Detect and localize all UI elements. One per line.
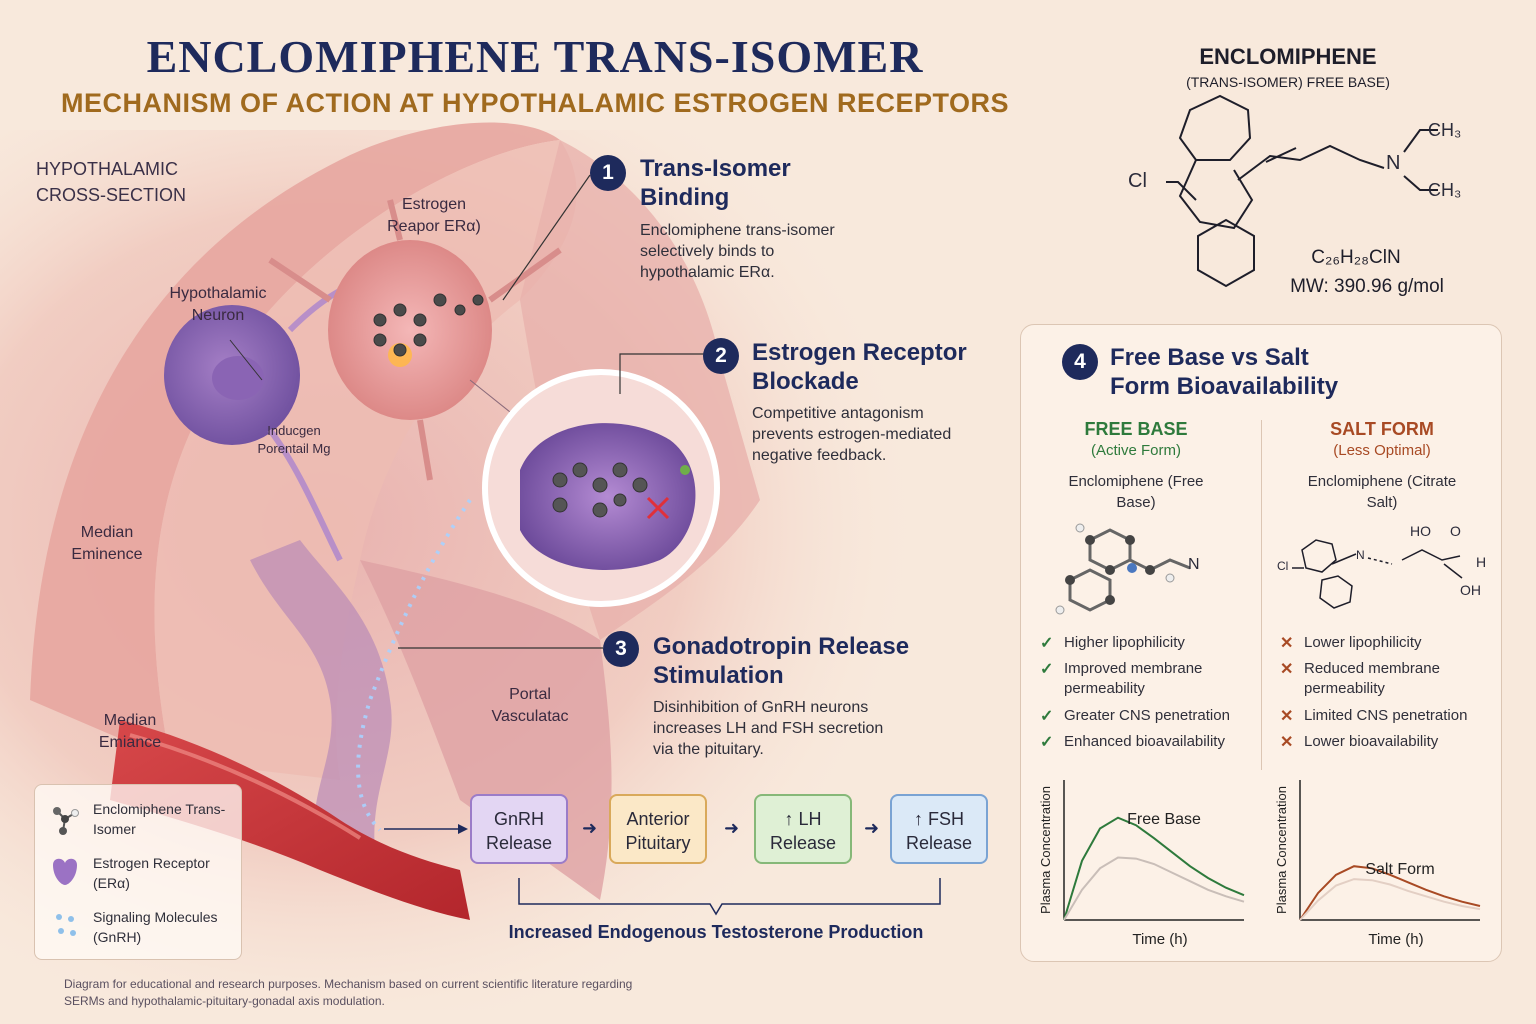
step-2-title: Estrogen Receptor Blockade xyxy=(752,339,967,395)
flow-box-gnrh: GnRH Release xyxy=(470,794,568,864)
step-4-badge: 4 xyxy=(1062,344,1098,380)
free-base-mark-icon: ✓ xyxy=(1040,661,1054,678)
salt-form-name: Enclomiphene (Citrate Salt) xyxy=(1307,473,1457,511)
salt-form-series-line-1 xyxy=(1299,878,1481,921)
salt-form-head: SALT FORM xyxy=(1330,419,1434,439)
page-title: ENCLOMIPHENE TRANS-ISOMER xyxy=(146,31,924,82)
label-portal-vasculature: Portal Vasculatac xyxy=(491,686,569,725)
flow-arrow-icon: ➜ xyxy=(582,818,598,838)
free-base-molecule-icon xyxy=(1055,523,1191,615)
salt-form-series-line-0 xyxy=(1299,865,1481,921)
salt-form-mark-icon: ✕ xyxy=(1280,635,1294,652)
flow-arrow-icon: ➜ xyxy=(724,818,740,838)
flow-box-fsh: ↑ FSH Release xyxy=(890,794,988,864)
flow-arrow-icon: ➜ xyxy=(864,818,880,838)
flow-box-pituitary: Anterior Pituitary xyxy=(609,794,707,864)
salt-form-sub: (Less Optimal) xyxy=(1333,442,1431,459)
step-2-text: Competitive antagonism prevents estrogen… xyxy=(752,405,952,464)
atom-n: N xyxy=(1386,152,1401,174)
flow-outcome: Increased Endogenous Testosterone Produc… xyxy=(508,922,924,942)
free-base-item: Greater CNS penetration xyxy=(1064,707,1230,724)
free-base-mark-icon: ✓ xyxy=(1040,708,1054,725)
salt-form-y-label: Plasma Concentration xyxy=(1274,786,1289,914)
label-hypothalamic-neuron: Hypothalamic Neuron xyxy=(169,285,267,324)
receptor-icon xyxy=(53,858,77,885)
salt-form-item: Limited CNS penetration xyxy=(1304,707,1468,724)
free-base-mark-icon: ✓ xyxy=(1040,635,1054,652)
flow-box-lh: ↑ LH Release xyxy=(754,794,852,864)
salt-form-mark-icon: ✕ xyxy=(1280,708,1294,725)
molecule-subtitle: (TRANS-ISOMER) FREE BASE) xyxy=(1186,74,1390,90)
salt-atom-cl: Cl xyxy=(1277,559,1289,573)
signaling-icon xyxy=(56,914,76,936)
molecule-title: ENCLOMIPHENE xyxy=(1199,44,1377,69)
legend-label-signaling: Signaling Molecules (GnRH) xyxy=(93,909,218,945)
salt-form-x-label: Time (h) xyxy=(1368,931,1423,948)
free-base-series-line-0 xyxy=(1063,816,1245,921)
column-divider xyxy=(1261,420,1262,770)
legend-label-molecule: Enclomiphene Trans-Isomer xyxy=(93,801,226,837)
step-2-badge: 2 xyxy=(703,338,739,374)
free-base-series-line-1 xyxy=(1063,856,1245,921)
salt-atom-oh: OH xyxy=(1460,582,1481,598)
step-3-badge: 3 xyxy=(603,631,639,667)
atom-ch3-bottom: CH₃ xyxy=(1428,180,1462,200)
salt-form-item: Reduced membrane permeability xyxy=(1304,660,1440,697)
label-median-eminence-upper: Median Eminence xyxy=(71,524,143,563)
free-base-sub: (Active Form) xyxy=(1091,442,1181,459)
free-base-name: Enclomiphene (Free Base) xyxy=(1068,473,1204,511)
molecule-weight: MW: 390.96 g/mol xyxy=(1290,276,1444,297)
salt-atom-h: H xyxy=(1476,554,1487,570)
label-garbled: Inducgen Porentail Mg xyxy=(257,423,331,456)
free-base-item: Improved membrane permeability xyxy=(1064,660,1203,697)
free-base-head: FREE BASE xyxy=(1084,419,1188,439)
footnote: Diagram for educational and research pur… xyxy=(64,977,633,1008)
page-subtitle: MECHANISM OF ACTION AT HYPOTHALAMIC ESTR… xyxy=(60,88,1010,118)
molecule-formula: C₂₆H₂₈ClN xyxy=(1311,247,1401,268)
salt-atom-n: N xyxy=(1356,548,1365,562)
step-3-title: Gonadotropin Release Stimulation xyxy=(653,633,910,689)
label-estrogen-receptor: Estrogen Reapor ERα) xyxy=(387,196,481,235)
atom-cl: Cl xyxy=(1128,170,1147,192)
salt-form-molecule-icon xyxy=(1292,539,1463,609)
section-label: HYPOTHALAMIC CROSS-SECTION xyxy=(36,159,187,205)
salt-atom-o: O xyxy=(1450,523,1461,539)
step-1-title: Trans-Isomer Binding xyxy=(640,155,791,211)
salt-form-mark-icon: ✕ xyxy=(1280,734,1294,751)
free-base-item: Enhanced bioavailability xyxy=(1064,733,1225,750)
salt-form-chart-title: Salt Form xyxy=(1365,861,1434,878)
legend-label-receptor: Estrogen Receptor (ERα) xyxy=(93,855,210,891)
free-base-item: Higher lipophilicity xyxy=(1064,634,1185,651)
free-base-x-label: Time (h) xyxy=(1132,931,1187,948)
free-base-atom-n: N xyxy=(1188,556,1200,573)
comparison-title: Free Base vs Salt Form Bioavailability xyxy=(1110,344,1339,400)
salt-atom-ho: HO xyxy=(1410,523,1431,539)
free-base-chart-title: Free Base xyxy=(1127,811,1201,828)
molecule-icon xyxy=(53,807,79,835)
free-base-y-label: Plasma Concentration xyxy=(1038,786,1053,914)
salt-form-item: Lower bioavailability xyxy=(1304,733,1439,750)
legend: Enclomiphene Trans-Isomer Estrogen Recep… xyxy=(34,784,242,960)
free-base-mark-icon: ✓ xyxy=(1040,734,1054,751)
label-median-eminence-lower: Median Emiance xyxy=(98,712,162,751)
step-1-badge: 1 xyxy=(590,155,626,191)
step-1-text: Enclomiphene trans-isomer selectively bi… xyxy=(640,222,835,281)
step-3-text: Disinhibition of GnRH neurons increases … xyxy=(653,699,884,758)
salt-form-item: Lower lipophilicity xyxy=(1304,634,1422,651)
salt-form-mark-icon: ✕ xyxy=(1280,661,1294,678)
atom-ch3-top: CH₃ xyxy=(1428,120,1462,140)
